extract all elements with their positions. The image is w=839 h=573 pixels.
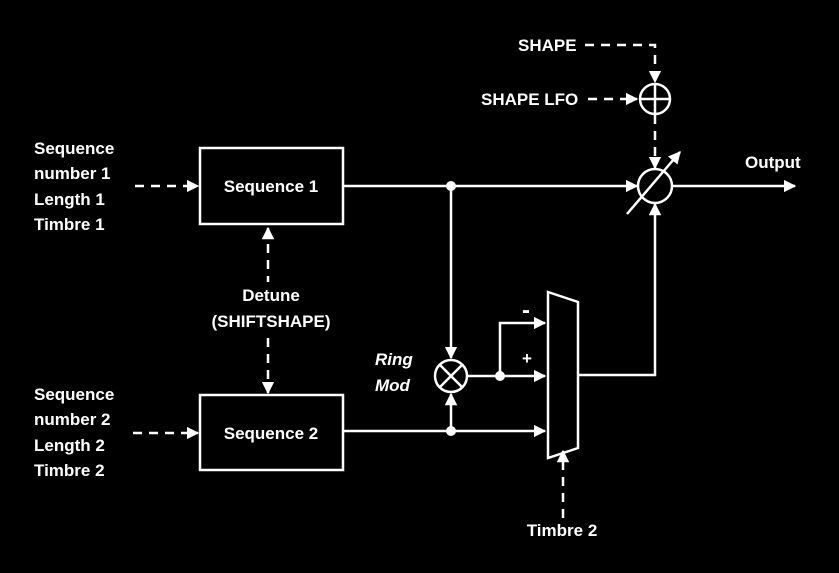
mixer-selector-block [546,290,580,460]
mixer-minus-label: - [522,297,530,324]
shape-lfo-label: SHAPE LFO [481,90,578,109]
ring-mod-multiplier-icon [433,358,469,394]
seq1-input-line-2: number 1 [34,164,111,183]
seq1-input-line-1: Sequence [34,139,114,158]
sequence1-label: Sequence 1 [224,177,319,196]
sequence2-block: Sequence 2 [198,393,345,472]
seq1-input-labels: Sequence number 1 Length 1 Timbre 1 [34,139,114,234]
shape-label: SHAPE [518,36,577,55]
seq1-input-line-3: Length 1 [34,190,105,209]
mixer-plus-label: + [522,349,532,368]
ring-mod-label-2: Mod [375,376,411,395]
ring-mod-label-1: Ring [375,350,413,369]
shape-adder-icon [638,82,672,116]
seq1-input-line-4: Timbre 1 [34,215,105,234]
timbre2-bottom-label: Timbre 2 [527,521,598,540]
mixer-to-output-mixer-line [578,202,662,377]
seq2-input-line-1: Sequence [34,385,114,404]
output-crossfade-mixer-icon [626,151,681,215]
detune-param-label: (SHIFTSHAPE) [212,312,331,331]
detune-label: Detune [242,286,300,305]
sequence2-label: Sequence 2 [224,424,319,443]
seq2-input-line-2: number 2 [34,410,111,429]
output-label: Output [745,153,801,172]
ringmod-to-mixer-minus-line [498,316,547,376]
shape-input-arrow [585,43,662,84]
seq2-input-line-4: Timbre 2 [34,461,105,480]
seq2-input-labels: Sequence number 2 Length 2 Timbre 2 [34,385,114,480]
sequence1-block: Sequence 1 [198,146,345,226]
seq2-input-line-3: Length 2 [34,436,105,455]
